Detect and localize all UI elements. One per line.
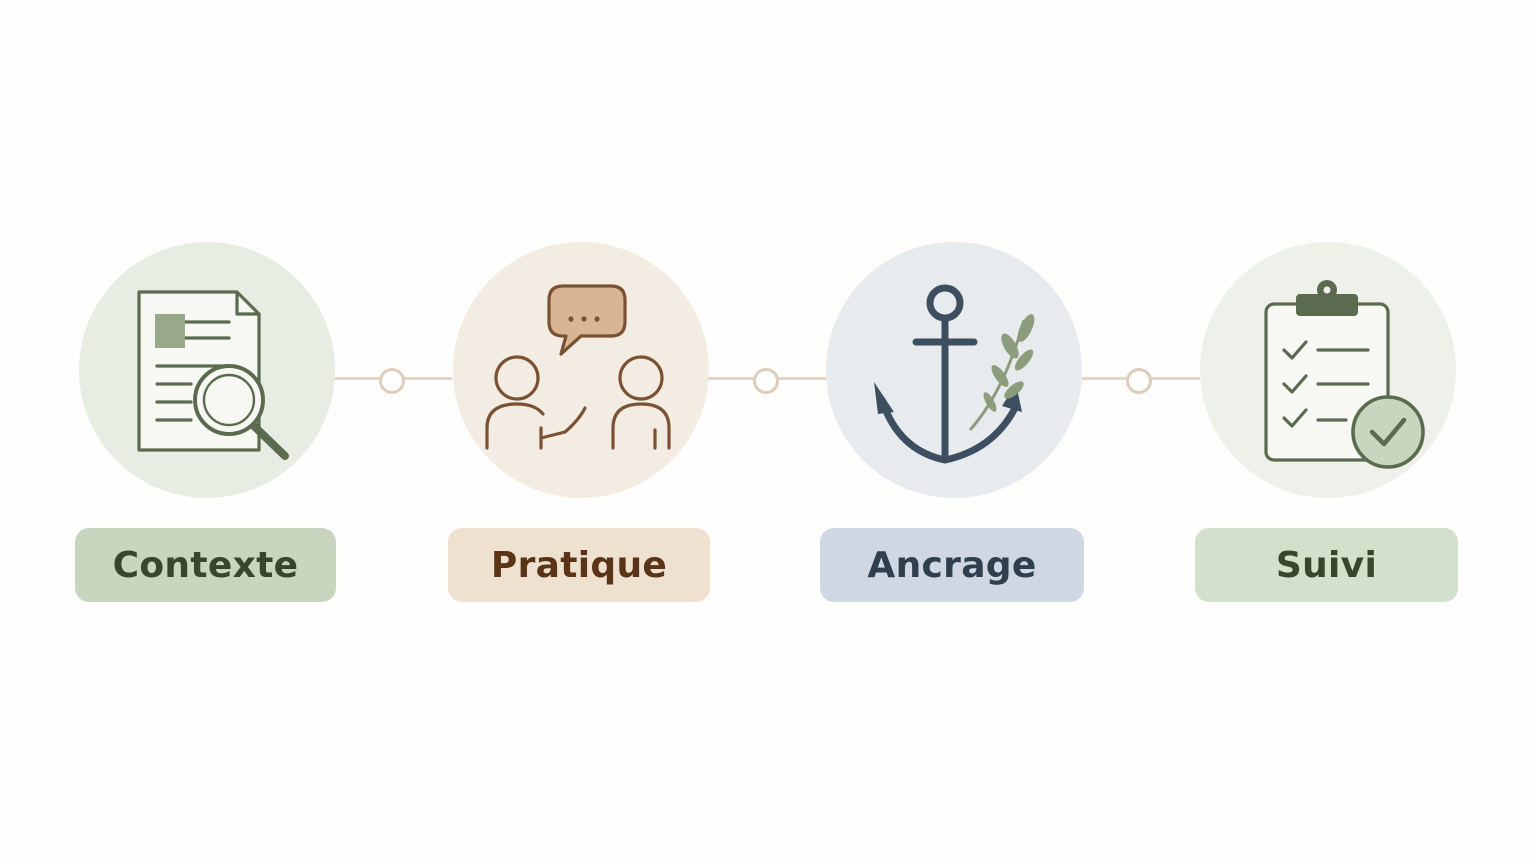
step-label-ancrage: Ancrage <box>820 528 1084 602</box>
clipboard-check-icon <box>1264 280 1425 469</box>
connector-node-3 <box>1126 368 1152 394</box>
step-circle-suivi <box>1200 242 1456 498</box>
olive-branch-icon <box>968 314 1035 431</box>
anchor-icon <box>874 284 1035 464</box>
step-label-pratique: Pratique <box>448 528 710 602</box>
conversation-icon <box>485 284 671 450</box>
step-circle-contexte <box>79 242 335 498</box>
connector-node-1 <box>379 368 405 394</box>
connector-node-2 <box>753 368 779 394</box>
step-circle-pratique <box>453 242 709 498</box>
step-label-contexte: Contexte <box>75 528 336 602</box>
document-search-icon <box>137 290 289 460</box>
step-circle-ancrage <box>826 242 1082 498</box>
step-label-suivi: Suivi <box>1195 528 1458 602</box>
